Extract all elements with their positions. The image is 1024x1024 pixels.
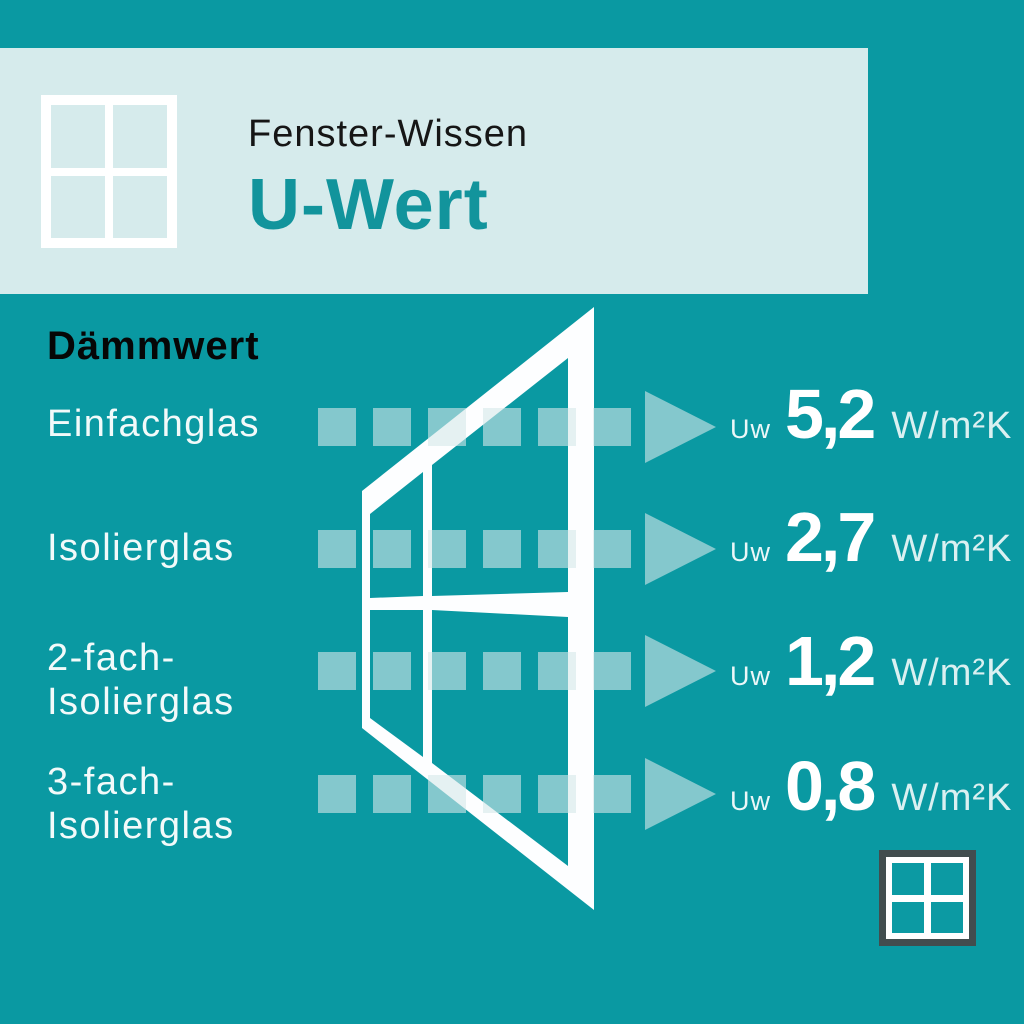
window-logo-grid (892, 863, 963, 933)
dash (428, 652, 466, 690)
u-unit: W/m²K (891, 777, 1013, 819)
header-banner: Fenster-Wissen U-Wert (0, 48, 868, 294)
dash (593, 408, 631, 446)
dash (373, 408, 411, 446)
dash (483, 775, 521, 813)
window-icon-pane (113, 175, 167, 238)
window-logo-pane (931, 863, 963, 895)
dash (593, 652, 631, 690)
window-icon-pane (51, 105, 105, 168)
row-label-line: Isolierglas (47, 527, 235, 569)
heat-flow-dashes (318, 775, 632, 813)
dash (538, 652, 576, 690)
window-icon-pane (113, 105, 167, 168)
page-title: U-Wert (248, 165, 489, 245)
u-value-row: Uw 0,8 W/m²K (730, 744, 1012, 828)
u-unit: W/m²K (891, 405, 1013, 447)
dash (483, 530, 521, 568)
row-label-2fach-isolierglas: 2-fach- Isolierglas (47, 636, 235, 724)
u-symbol: Uw (730, 537, 771, 567)
u-symbol: Uw (730, 786, 771, 816)
u-unit: W/m²K (891, 652, 1013, 694)
u-unit: W/m²K (891, 528, 1013, 570)
u-value-row: Uw 1,2 W/m²K (730, 619, 1012, 703)
window-logo-pane (892, 901, 924, 933)
row-label-line: 3-fach- (47, 761, 176, 803)
heat-flow-dashes (318, 530, 632, 568)
dash (483, 652, 521, 690)
u-value: 2,7 (785, 498, 876, 576)
right-arrowhead-icon (645, 635, 716, 707)
row-label-line: 2-fach- (47, 637, 176, 679)
dash (318, 408, 356, 446)
right-arrowhead-icon (645, 391, 716, 463)
window-logo-icon (879, 850, 976, 946)
row-label-einfachglas: Einfachglas (47, 402, 260, 446)
window-logo-frame (886, 857, 969, 939)
heat-flow-dashes (318, 408, 632, 446)
dash (428, 775, 466, 813)
u-value: 5,2 (785, 375, 876, 453)
dash (538, 408, 576, 446)
dash (373, 530, 411, 568)
window-logo-pane (931, 901, 963, 933)
window-logo-pane (892, 863, 924, 895)
dash (483, 408, 521, 446)
right-arrowhead-icon (645, 513, 716, 585)
dash (538, 530, 576, 568)
right-arrowhead-icon (645, 758, 716, 830)
window-icon (41, 95, 177, 248)
header-kicker: Fenster-Wissen (248, 113, 529, 155)
heat-flow-dashes (318, 652, 632, 690)
dash (428, 408, 466, 446)
dash (318, 652, 356, 690)
row-label-isolierglas: Isolierglas (47, 526, 235, 570)
row-label-3fach-isolierglas: 3-fach- Isolierglas (47, 760, 235, 848)
dash (318, 530, 356, 568)
dash (428, 530, 466, 568)
u-value-row: Uw 5,2 W/m²K (730, 372, 1012, 456)
row-label-line: Isolierglas (47, 681, 235, 723)
dash (538, 775, 576, 813)
section-label: Dämmwert (47, 324, 260, 368)
u-value: 1,2 (785, 622, 876, 700)
window-icon-pane (51, 175, 105, 238)
u-symbol: Uw (730, 414, 771, 444)
dash (373, 652, 411, 690)
dash (373, 775, 411, 813)
u-value-row: Uw 2,7 W/m²K (730, 495, 1012, 579)
header-text-block: Fenster-Wissen U-Wert (248, 112, 528, 247)
dash (593, 775, 631, 813)
u-value: 0,8 (785, 747, 876, 825)
dash (318, 775, 356, 813)
dash (593, 530, 631, 568)
u-symbol: Uw (730, 661, 771, 691)
row-label-line: Isolierglas (47, 805, 235, 847)
row-label-line: Einfachglas (47, 403, 260, 445)
